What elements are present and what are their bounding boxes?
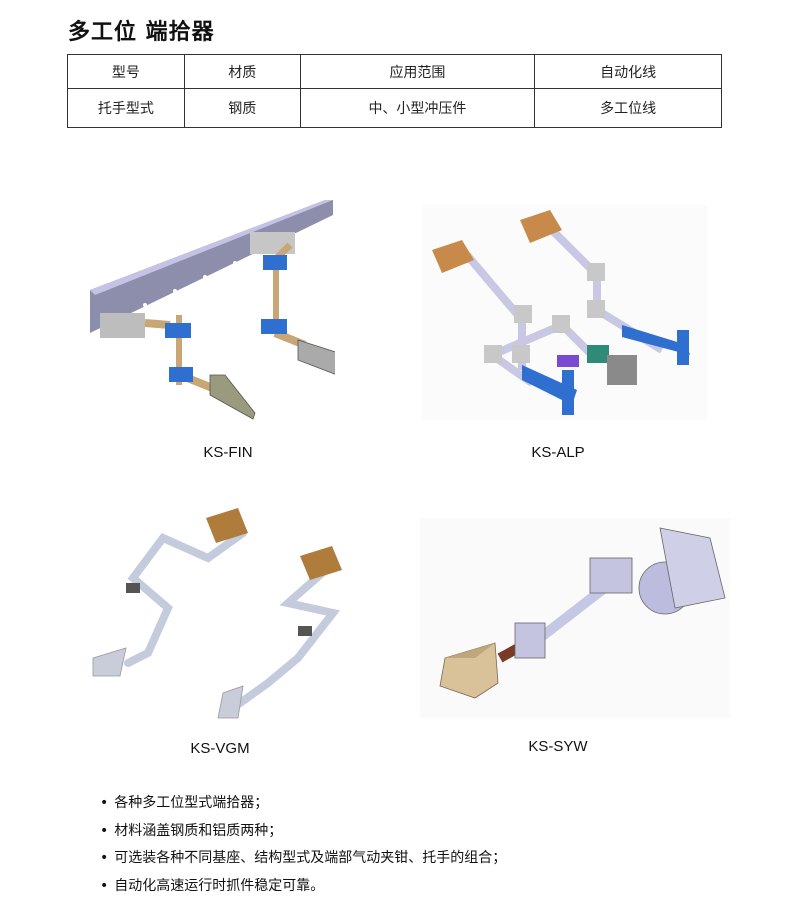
ks-fin-image: [90, 200, 335, 420]
ks-syw-image: [420, 518, 730, 718]
spec-header-row: 型号 材质 应用范围 自动化线: [67, 54, 722, 89]
ks-fin-caption: KS-FIN: [203, 444, 253, 461]
feature-list: 各种多工位型式端拾器； 材料涵盖钢质和铝质两种； 可选装各种不同基座、结构型式及…: [100, 790, 506, 900]
cell-application: 中、小型冲压件: [299, 88, 536, 128]
feature-item: 材料涵盖钢质和铝质两种；: [100, 818, 506, 846]
ks-vgm-caption: KS-VGM: [190, 740, 250, 757]
feature-item: 各种多工位型式端拾器；: [100, 790, 506, 818]
ks-syw-caption: KS-SYW: [528, 738, 588, 755]
ks-vgm-image: [92, 508, 342, 719]
header-material: 材质: [183, 54, 301, 89]
cell-automation-line: 多工位线: [534, 88, 722, 128]
ks-alp-caption: KS-ALP: [531, 444, 585, 461]
cell-model: 托手型式: [67, 88, 185, 128]
ks-alp-image: [422, 205, 707, 420]
spec-row: 托手型式 钢质 中、小型冲压件 多工位线: [67, 88, 722, 128]
page-title: 多工位 端拾器: [68, 20, 215, 45]
header-model: 型号: [67, 54, 185, 89]
feature-item: 自动化高速运行时抓件稳定可靠。: [100, 873, 506, 901]
header-automation-line: 自动化线: [534, 54, 722, 89]
feature-item: 可选装各种不同基座、结构型式及端部气动夹钳、托手的组合；: [100, 845, 506, 873]
cell-material: 钢质: [183, 88, 301, 128]
spec-table: 型号 材质 应用范围 自动化线 托手型式 钢质 中、小型冲压件 多工位线: [67, 54, 722, 128]
header-application: 应用范围: [299, 54, 536, 89]
